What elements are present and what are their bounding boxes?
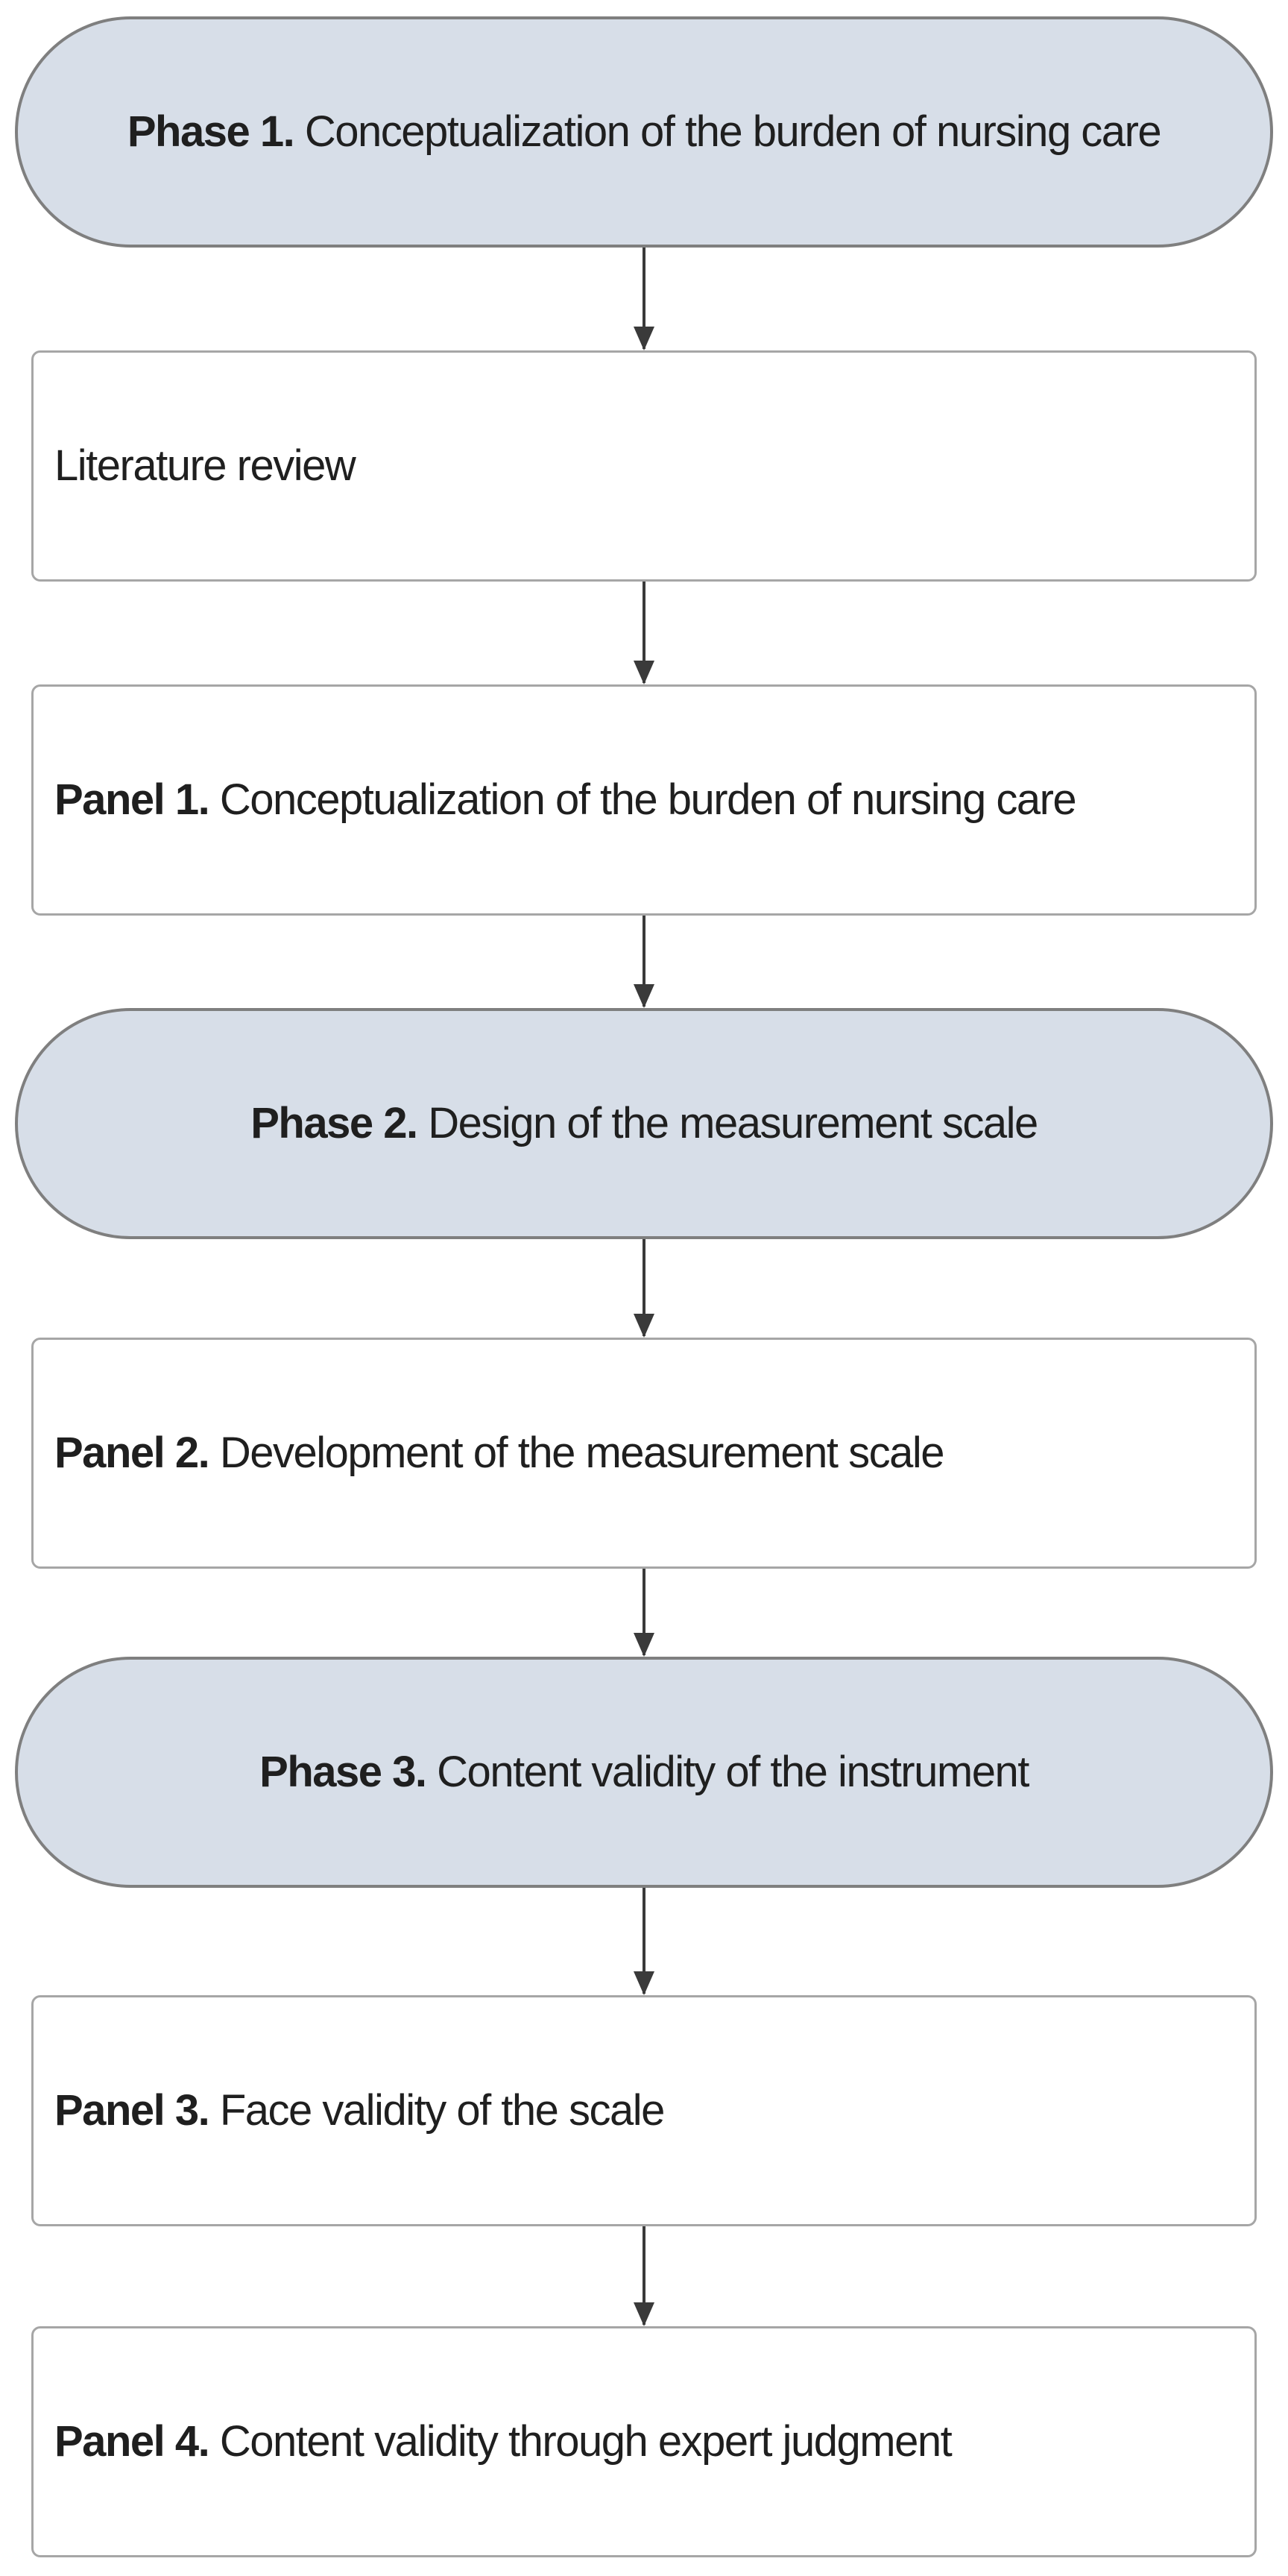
arrow-7 — [634, 2226, 654, 2326]
arrow-5 — [634, 1569, 654, 1657]
arrow-6 — [634, 1888, 654, 1995]
panel-3-box: Panel 3. Face validity of the scale — [31, 1995, 1257, 2226]
panel-2-box: Panel 2. Development of the measurement … — [31, 1338, 1257, 1569]
literature-review-label: Literature review — [54, 441, 356, 490]
panel-1-lead: Panel 1. — [54, 775, 210, 824]
phase-1-terminal: Phase 1. Conceptualization of the burden… — [15, 16, 1273, 248]
arrow-1 — [634, 248, 654, 350]
panel-4-box: Panel 4. Content validity through expert… — [31, 2326, 1257, 2557]
panel-1-box: Panel 1. Conceptualization of the burden… — [31, 684, 1257, 916]
phase-1-lead: Phase 1. — [127, 107, 295, 156]
phase-2-text: Phase 2. Design of the measurement scale — [250, 1079, 1038, 1168]
literature-review-box: Literature review — [31, 350, 1257, 582]
phase-3-lead: Phase 3. — [259, 1748, 427, 1796]
panel-1-label: Conceptualization of the burden of nursi… — [219, 775, 1077, 824]
phase-2-terminal: Phase 2. Design of the measurement scale — [15, 1008, 1273, 1239]
panel-4-label: Content validity through expert judgment — [219, 2417, 953, 2466]
arrow-2 — [634, 582, 654, 684]
literature-review-text: Literature review — [54, 421, 1240, 511]
panel-1-text: Panel 1. Conceptualization of the burden… — [54, 755, 1240, 845]
phase-1-text: Phase 1. Conceptualization of the burden… — [127, 87, 1162, 177]
phase-3-label: Content validity of the instrument — [437, 1748, 1029, 1796]
arrow-4 — [634, 1239, 654, 1338]
phase-3-text: Phase 3. Content validity of the instrum… — [259, 1728, 1029, 1817]
panel-3-text: Panel 3. Face validity of the scale — [54, 2066, 1240, 2155]
phase-1-label: Conceptualization of the burden of nursi… — [304, 107, 1162, 156]
phase-2-label: Design of the measurement scale — [428, 1099, 1038, 1147]
panel-3-lead: Panel 3. — [54, 2086, 210, 2135]
panel-4-lead: Panel 4. — [54, 2417, 210, 2466]
panel-3-label: Face validity of the scale — [219, 2086, 666, 2135]
panel-2-label: Development of the measurement scale — [219, 1429, 945, 1477]
phase-3-terminal: Phase 3. Content validity of the instrum… — [15, 1657, 1273, 1888]
panel-2-lead: Panel 2. — [54, 1429, 210, 1477]
panel-2-text: Panel 2. Development of the measurement … — [54, 1408, 1240, 1498]
panel-4-text: Panel 4. Content validity through expert… — [54, 2397, 1240, 2487]
phase-2-lead: Phase 2. — [250, 1099, 418, 1147]
arrow-3 — [634, 916, 654, 1008]
